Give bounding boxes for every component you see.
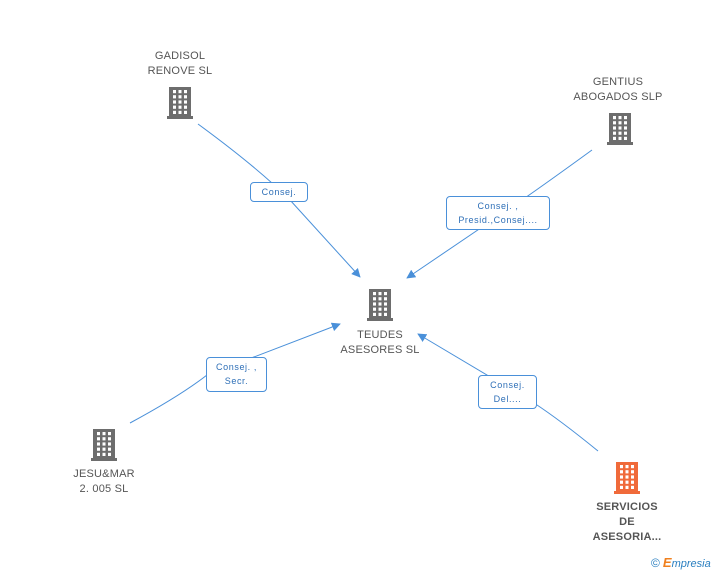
- brand-initial: E: [662, 555, 672, 570]
- building-icon: [607, 113, 633, 145]
- edge-label-gentius[interactable]: Consej. , Presid.,Consej....: [446, 196, 550, 230]
- node-label-servicios[interactable]: SERVICIOS DE ASESORIA...: [592, 501, 662, 543]
- edge-label-gadisol[interactable]: Consej.: [250, 182, 308, 202]
- node-label-gadisol[interactable]: GADISOL RENOVE SL: [147, 50, 213, 77]
- building-icon: [614, 462, 640, 494]
- node-label-teudes[interactable]: TEUDES ASESORES SL: [340, 329, 420, 356]
- node-label-gentius[interactable]: GENTIUS ABOGADOS SLP: [573, 76, 663, 103]
- edge-label-servicios[interactable]: Consej. Del....: [478, 375, 537, 409]
- node-label-jesumar[interactable]: JESU&MAR 2. 005 SL: [73, 468, 135, 495]
- brand-footer: © Empresia: [651, 555, 711, 570]
- edge-label-jesumar[interactable]: Consej. , Secr.: [206, 357, 267, 392]
- brand-name: mpresia: [671, 558, 711, 570]
- building-icon: [167, 87, 193, 119]
- building-icon: [91, 429, 117, 461]
- copyright-mark: ©: [651, 556, 660, 570]
- building-icon: [367, 289, 393, 321]
